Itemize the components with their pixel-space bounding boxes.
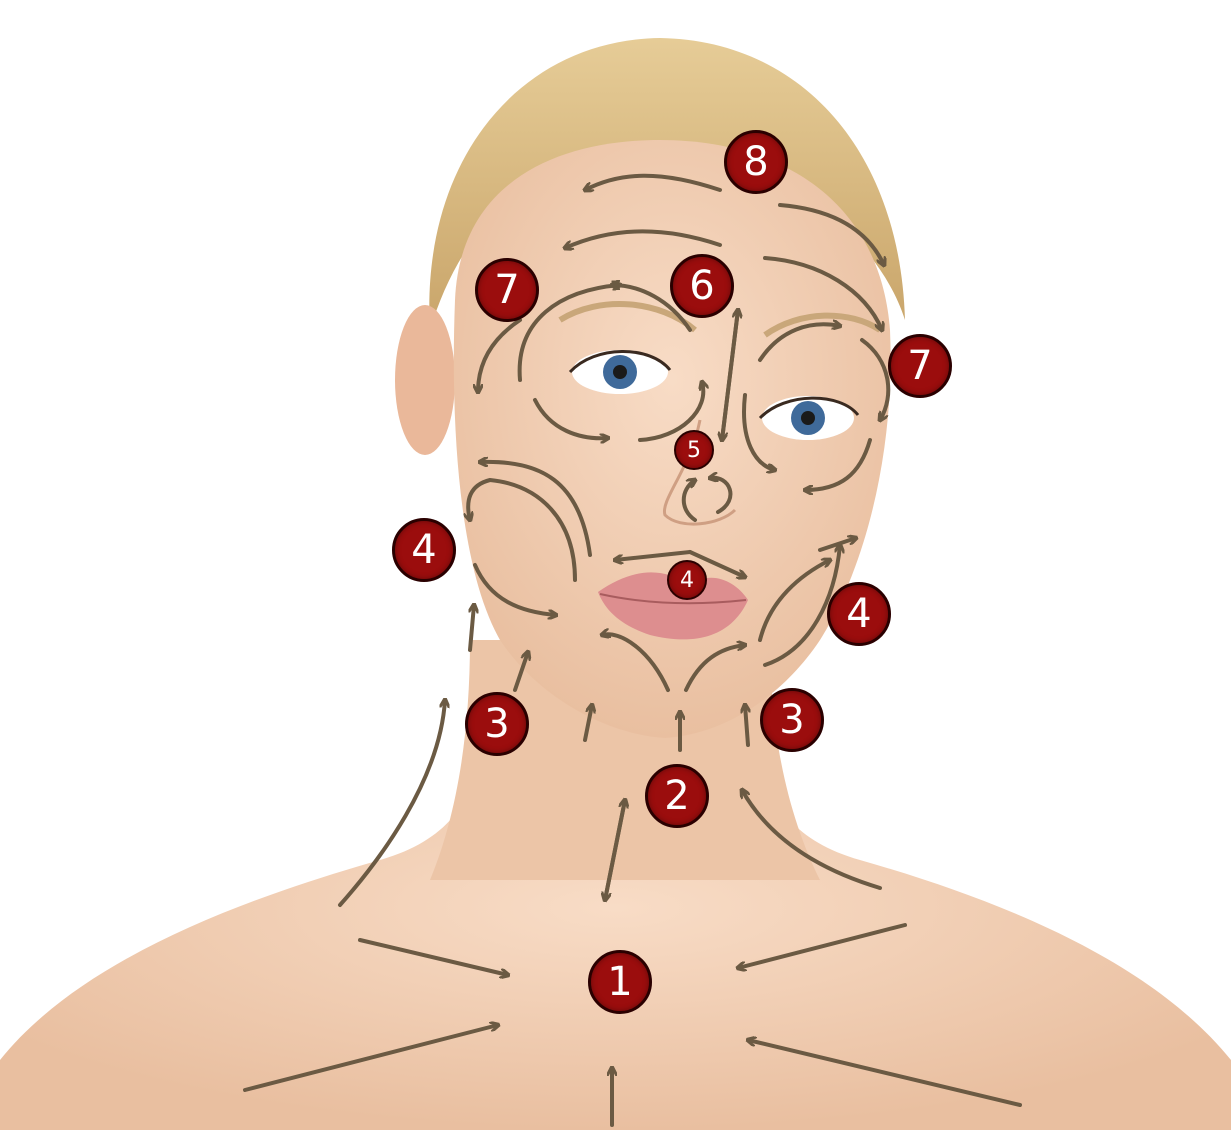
marker-7-left: 7 [475, 258, 539, 322]
marker-3-right: 3 [760, 688, 824, 752]
marker-7-right: 7 [888, 334, 952, 398]
marker-5: 5 [674, 430, 714, 470]
face [454, 140, 891, 738]
marker-4-right: 4 [827, 582, 891, 646]
marker-6: 6 [670, 254, 734, 318]
marker-1: 1 [588, 950, 652, 1014]
marker-4-left: 4 [392, 518, 456, 582]
marker-4-lip: 4 [667, 560, 707, 600]
left-ear [395, 305, 455, 455]
marker-3-left: 3 [465, 692, 529, 756]
marker-8: 8 [724, 130, 788, 194]
marker-2: 2 [645, 764, 709, 828]
